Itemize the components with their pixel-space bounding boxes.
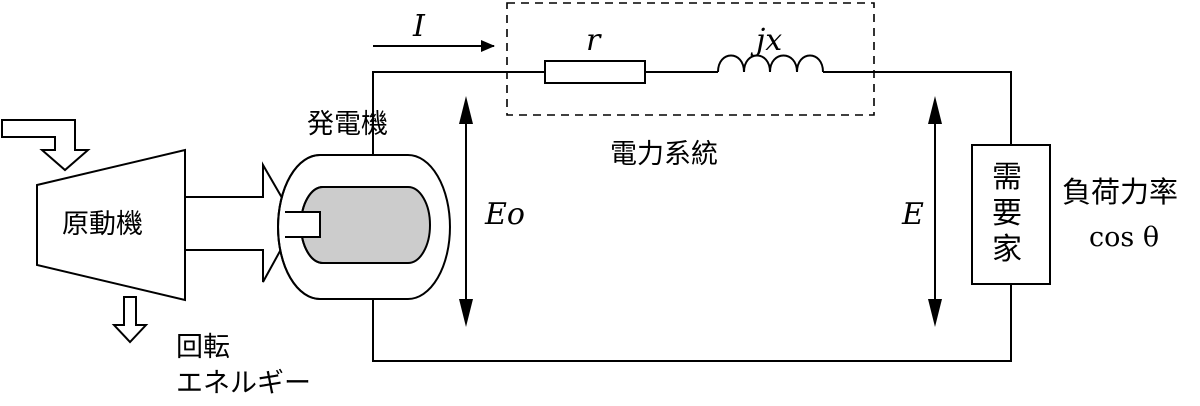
current-symbol: I	[413, 9, 425, 44]
receiving-voltage-symbol: E	[902, 197, 924, 232]
voltage-arrow-eo	[459, 96, 473, 327]
rotation-energy-label-1: 回転	[176, 332, 230, 363]
consumer-char-1: 需	[992, 160, 1022, 195]
load-power-factor-label: 負荷力率	[1062, 175, 1179, 209]
consumer-char-3: 家	[992, 232, 1022, 267]
resistor	[544, 60, 646, 84]
rotation-energy-label-2: エネルギー	[176, 368, 311, 399]
consumer-box	[971, 144, 1051, 285]
generator-label: 発電機	[307, 109, 388, 140]
reactance-symbol: jx	[756, 23, 783, 58]
prime-mover-body	[36, 148, 186, 302]
circuit-wiring	[372, 71, 1012, 362]
input-energy-arrow	[1, 119, 91, 172]
power-system-label: 電力系統	[610, 139, 718, 170]
inductor	[717, 54, 824, 73]
generator	[277, 154, 451, 300]
consumer-label: 需 要 家	[992, 160, 1022, 268]
power-system-box	[506, 2, 875, 116]
prime-mover-label: 原動機	[62, 209, 143, 240]
consumer-char-2: 要	[992, 196, 1022, 231]
rotation-energy-arrow	[111, 296, 149, 344]
voltage-arrow-e	[928, 96, 942, 327]
resistance-symbol: r	[586, 23, 601, 58]
generator-voltage-symbol: Eo	[485, 197, 525, 232]
cos-theta-label: cos θ	[1089, 222, 1160, 253]
